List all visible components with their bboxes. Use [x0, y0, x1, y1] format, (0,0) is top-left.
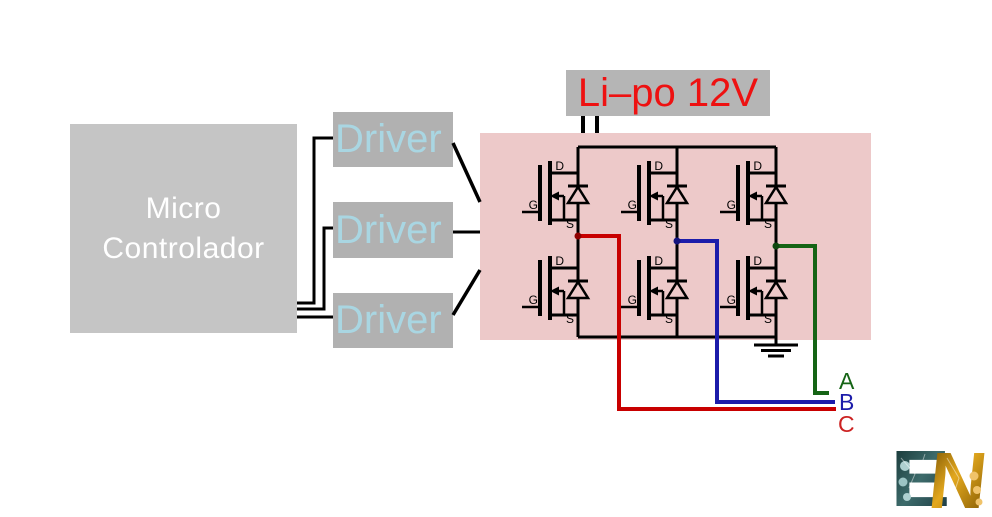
logo-letter-e: E	[895, 444, 950, 512]
logo-dot	[973, 486, 981, 494]
microcontroller-block: Micro Controlador	[70, 124, 297, 333]
source-label: S	[764, 217, 772, 231]
mcu-driver2-wire	[297, 226, 333, 311]
phase-a-wire	[776, 244, 829, 395]
driver-label-1: Driver	[335, 117, 442, 161]
battery-label-box: Li–po 12V	[566, 70, 770, 116]
drain-label: D	[654, 254, 663, 268]
logo-texture-cracks	[900, 453, 960, 497]
phase-b-junction-dot	[673, 237, 681, 245]
phase-a-junction-dot	[772, 242, 780, 250]
battery-leads	[581, 116, 599, 133]
mosfet-q3: D G S	[720, 159, 789, 231]
mosfet-q6: D G S	[720, 254, 789, 326]
phase-c-wire	[578, 234, 836, 411]
mcu-driver1-wire	[297, 136, 333, 305]
gate-label: G	[529, 198, 538, 212]
phase-a-label: A	[839, 368, 855, 394]
microcontroller-label: Micro Controlador	[102, 191, 265, 265]
gate-label: G	[628, 293, 637, 307]
driver-block-2: Driver	[333, 202, 453, 258]
phase-b-label: B	[839, 389, 854, 415]
drain-label: D	[753, 254, 762, 268]
logo-dot	[900, 461, 910, 471]
driver3-inverter-wire	[451, 269, 482, 316]
gate-label: G	[529, 293, 538, 307]
phase-c-label: C	[838, 411, 855, 437]
driver-label-3: Driver	[335, 298, 442, 342]
source-label: S	[566, 217, 574, 231]
mosfet-q1: D G S	[522, 159, 591, 231]
gate-label: G	[727, 198, 736, 212]
phase-b-wire	[677, 239, 835, 404]
drain-label: D	[654, 159, 663, 173]
mosfet-group: D G S D G S D G S D G S D G S D G S	[522, 159, 789, 326]
logo: E N	[891, 433, 992, 517]
battery-label: Li–po 12V	[577, 70, 759, 115]
phase-c-junction-dot	[574, 232, 582, 240]
drain-label: D	[555, 159, 564, 173]
mosfet-q2: D G S	[621, 159, 690, 231]
source-label: S	[566, 312, 574, 326]
logo-dot	[903, 493, 911, 501]
gate-label: G	[727, 293, 736, 307]
gate-label: G	[628, 198, 637, 212]
mosfet-q5: D G S	[621, 254, 690, 326]
driver-label-2: Driver	[335, 207, 442, 252]
ground-icon	[754, 343, 798, 358]
logo-dot	[975, 498, 983, 506]
driver1-inverter-wire	[451, 142, 482, 203]
mosfet-q4: D G S	[522, 254, 591, 326]
driver-block-1: Driver	[333, 112, 453, 167]
logo-graphic: E N	[891, 433, 992, 517]
logo-dot	[969, 471, 979, 481]
source-label: S	[665, 312, 673, 326]
source-label: S	[764, 312, 772, 326]
source-label: S	[665, 217, 673, 231]
drain-label: D	[555, 254, 564, 268]
logo-dot	[898, 477, 908, 487]
driver-block-3: Driver	[333, 293, 453, 348]
drain-label: D	[753, 159, 762, 173]
